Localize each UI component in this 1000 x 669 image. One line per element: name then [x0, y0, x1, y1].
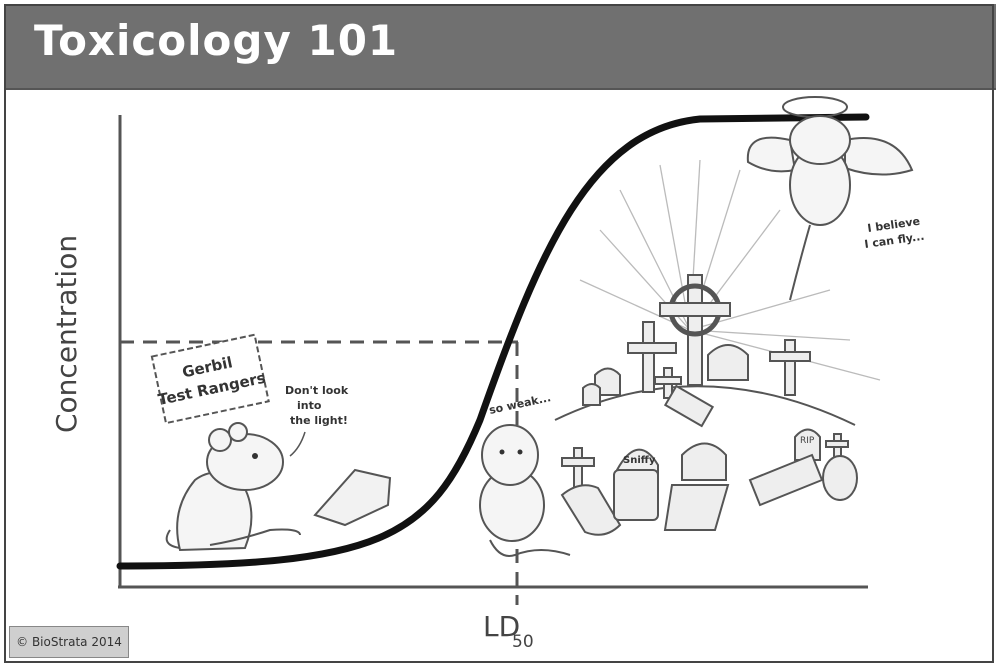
- bubble-light-tail: [289, 431, 306, 457]
- bubble-light-line-2: into: [297, 399, 322, 412]
- x-marker-subscript: 50: [512, 632, 534, 652]
- healthy-gerbil: [165, 422, 301, 552]
- cheese-wedge: [313, 468, 392, 527]
- weak-gerbil: [479, 424, 571, 557]
- panel-title: Toxicology 101: [34, 16, 399, 65]
- y-axis-label: Concentration: [50, 235, 83, 433]
- tomb-name-label: Sniffy: [623, 455, 656, 466]
- front-graves: [560, 428, 858, 536]
- title-bar: Toxicology 101: [4, 4, 996, 90]
- bubble-light-line-3: the light!: [290, 414, 348, 427]
- gerbil-sign: Gerbil Test Rangers: [150, 333, 270, 425]
- grave-markers: [582, 274, 811, 428]
- tomb-rip-label: RIP: [800, 436, 815, 446]
- bubble-weak: so weak...: [488, 391, 552, 417]
- angel-gerbil: [746, 96, 914, 301]
- copyright-notice: © BioStrata 2014: [9, 626, 129, 658]
- dose-response-curve: [116, 113, 870, 570]
- x-marker-label: LD: [483, 610, 520, 643]
- bubble-light-line-1: Don't look: [285, 384, 349, 397]
